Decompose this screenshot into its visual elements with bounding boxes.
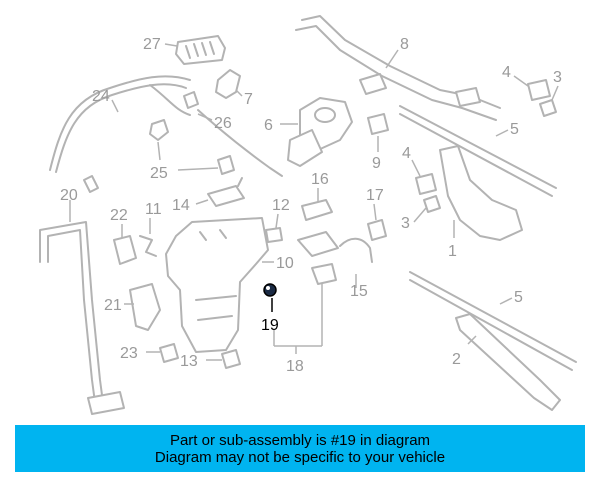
part-20-hose-assembly bbox=[39, 200, 125, 415]
part-19-grommet bbox=[263, 283, 277, 346]
info-banner: Part or sub-assembly is #19 in diagram D… bbox=[15, 425, 585, 472]
part-9-pivot bbox=[367, 113, 389, 152]
banner-line-1: Part or sub-assembly is #19 in diagram bbox=[169, 432, 431, 449]
callout-8: 8 bbox=[400, 36, 409, 53]
part-10-reservoir bbox=[165, 217, 274, 353]
part-13-cap bbox=[206, 349, 241, 369]
callout-21: 21 bbox=[104, 297, 122, 314]
callout-3-lower: 3 bbox=[401, 215, 410, 232]
banner-line-2: Diagram may not be specific to your vehi… bbox=[154, 449, 446, 466]
part-18-jet bbox=[274, 263, 337, 354]
callout-13: 13 bbox=[180, 353, 198, 370]
callout-9: 9 bbox=[372, 155, 381, 172]
part-3-nut-lower bbox=[413, 195, 441, 223]
part-15-hose bbox=[297, 231, 373, 288]
part-22-pump bbox=[113, 224, 137, 265]
part-3-nut-upper bbox=[539, 85, 559, 117]
part-21-pump bbox=[124, 283, 161, 331]
callout-19: 19 bbox=[261, 317, 279, 334]
callout-18: 18 bbox=[286, 358, 304, 375]
part-4-grommet-upper bbox=[513, 75, 551, 101]
part-4-grommet-lower bbox=[411, 159, 437, 195]
part-16-sensor bbox=[301, 188, 333, 221]
callout-4-upper: 4 bbox=[502, 64, 511, 81]
part-6-motor bbox=[280, 97, 353, 167]
callout-23: 23 bbox=[120, 345, 138, 362]
parts-diagram: 27 24 7 26 25 6 bbox=[39, 15, 577, 415]
callout-3-upper: 3 bbox=[553, 69, 562, 86]
callout-25: 25 bbox=[150, 165, 168, 182]
part-8-linkage bbox=[295, 15, 501, 121]
callout-15: 15 bbox=[350, 283, 368, 300]
callout-2: 2 bbox=[452, 351, 461, 368]
callout-4-lower: 4 bbox=[402, 145, 411, 162]
part-27-nozzle bbox=[164, 35, 226, 65]
callout-1: 1 bbox=[448, 243, 457, 260]
part-25-valve bbox=[149, 119, 235, 175]
callout-16: 16 bbox=[311, 171, 329, 188]
callout-10: 10 bbox=[276, 255, 294, 272]
part-26-clip bbox=[183, 91, 283, 177]
callout-20: 20 bbox=[60, 187, 78, 204]
part-12-cap bbox=[265, 213, 283, 243]
callout-26: 26 bbox=[214, 115, 232, 132]
part-1-arm bbox=[439, 145, 523, 241]
callout-11: 11 bbox=[145, 201, 162, 218]
part-5-blade-lower bbox=[409, 271, 577, 371]
callout-5-upper: 5 bbox=[510, 121, 519, 138]
callout-27: 27 bbox=[143, 36, 161, 53]
part-5-blade-upper bbox=[399, 105, 557, 197]
part-7-bracket bbox=[215, 69, 243, 99]
callout-22: 22 bbox=[110, 207, 128, 224]
callout-7: 7 bbox=[244, 91, 253, 108]
callout-5-lower: 5 bbox=[514, 289, 523, 306]
part-11-bracket bbox=[139, 218, 157, 257]
part-2-arm bbox=[455, 313, 561, 411]
part-14-connector bbox=[195, 177, 245, 207]
callout-12: 12 bbox=[272, 197, 290, 214]
callout-6: 6 bbox=[264, 117, 273, 134]
part-24-hose bbox=[49, 75, 191, 193]
part-23-grommet bbox=[146, 343, 179, 363]
callout-14: 14 bbox=[172, 197, 190, 214]
callout-24: 24 bbox=[92, 88, 110, 105]
callout-17: 17 bbox=[366, 187, 384, 204]
part-17-plug bbox=[367, 203, 387, 241]
